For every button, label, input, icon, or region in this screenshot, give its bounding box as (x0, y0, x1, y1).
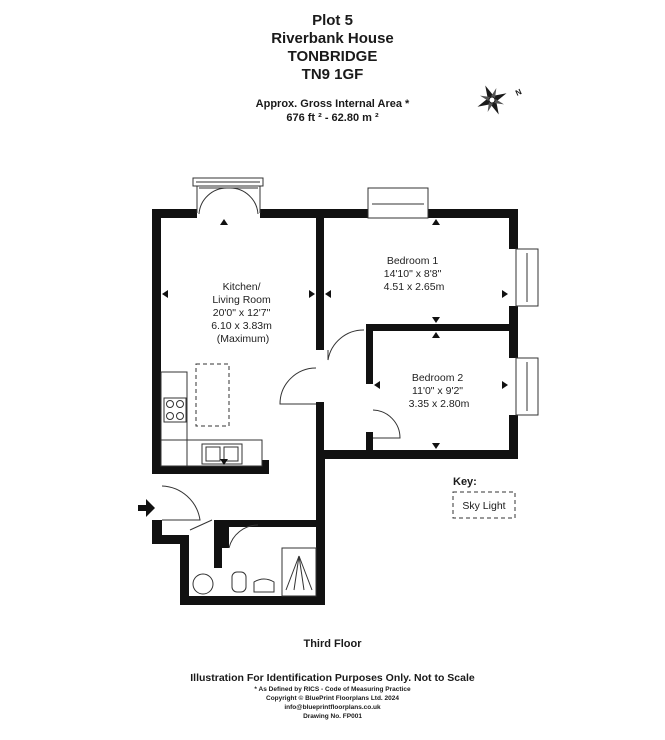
entrance-arrow-icon (138, 499, 155, 517)
bedroom1-door (327, 329, 365, 361)
cupboard-door (189, 519, 213, 531)
compass-north-label: N (514, 87, 523, 98)
arrow-bed1-bottom (432, 317, 440, 323)
living-door (279, 367, 317, 405)
floor-label: Third Floor (303, 638, 362, 650)
entrance-door (161, 485, 201, 521)
disclaimer: Illustration For Identification Purposes… (190, 672, 475, 684)
arrow-kitchen-right (309, 290, 315, 298)
area-block: Approx. Gross Internal Area * 676 ft ² -… (0, 97, 665, 125)
arrow-bed2-left (374, 381, 380, 389)
arrow-bed1-right (502, 290, 508, 298)
footer: Illustration For Identification Purposes… (0, 671, 665, 721)
property-header: Plot 5 Riverbank House TONBRIDGE TN9 1GF (0, 12, 665, 84)
internal-walls (161, 218, 518, 568)
hob-icon (163, 397, 187, 423)
bedroom1-top-window (367, 187, 429, 219)
arrow-bed1-left (325, 290, 331, 298)
key-skylight-swatch (452, 491, 516, 519)
arrow-bed2-bottom (432, 443, 440, 449)
arrow-kitchen-left (162, 290, 168, 298)
windows (192, 177, 539, 416)
area-label: Approx. Gross Internal Area * (255, 98, 410, 110)
toilet-icon (231, 571, 247, 593)
compass-icon (477, 85, 507, 115)
arrow-kitchen-top (220, 219, 228, 225)
town-name: TONBRIDGE (287, 48, 378, 65)
sink-icon (201, 443, 243, 465)
contact-email: info@blueprintfloorplans.co.uk (284, 704, 381, 711)
area-value: 676 ft ² - 62.80 m ² (286, 112, 379, 124)
rics-note: * As Defined by RICS - Code of Measuring… (254, 686, 411, 693)
outer-walls (152, 209, 518, 605)
arrow-bed2-right (502, 381, 508, 389)
postcode: TN9 1GF (301, 66, 364, 83)
arrow-bed2-top (432, 332, 440, 338)
plot-number: Plot 5 (312, 12, 353, 29)
skylight-kitchen (195, 363, 230, 427)
arrow-kitchen-bottom (220, 459, 228, 465)
bedroom2-label: Bedroom 2 11'0" x 9'2" 3.35 x 2.80m (409, 372, 470, 410)
kitchen-label: Kitchen/ Living Room 20'0" x 12'7" 6.10 … (211, 281, 275, 345)
bedroom1-label: Bedroom 1 14'10" x 8'8" 4.51 x 2.65m (384, 255, 445, 293)
drawing-number: Drawing No. FP001 (303, 713, 362, 720)
copyright: Copyright © BluePrint Floorplans Ltd. 20… (266, 695, 399, 702)
worktop-bottom (160, 439, 263, 467)
building-name: Riverbank House (271, 30, 394, 47)
kitchen-fittings (160, 363, 263, 467)
boiler-icon (192, 573, 214, 595)
key-skylight-label: Sky Light (462, 500, 505, 512)
bathroom-fittings (192, 547, 317, 597)
key-title: Key: (453, 476, 477, 488)
arrow-bed1-top (432, 219, 440, 225)
french-doors (196, 186, 261, 215)
basin-icon (253, 578, 275, 593)
bedroom2-door (372, 409, 401, 439)
worktop-left (160, 371, 188, 467)
shower-tray-icon (281, 547, 317, 597)
doors (161, 329, 401, 549)
bathroom-door (228, 524, 259, 549)
dimension-markers (162, 219, 508, 465)
